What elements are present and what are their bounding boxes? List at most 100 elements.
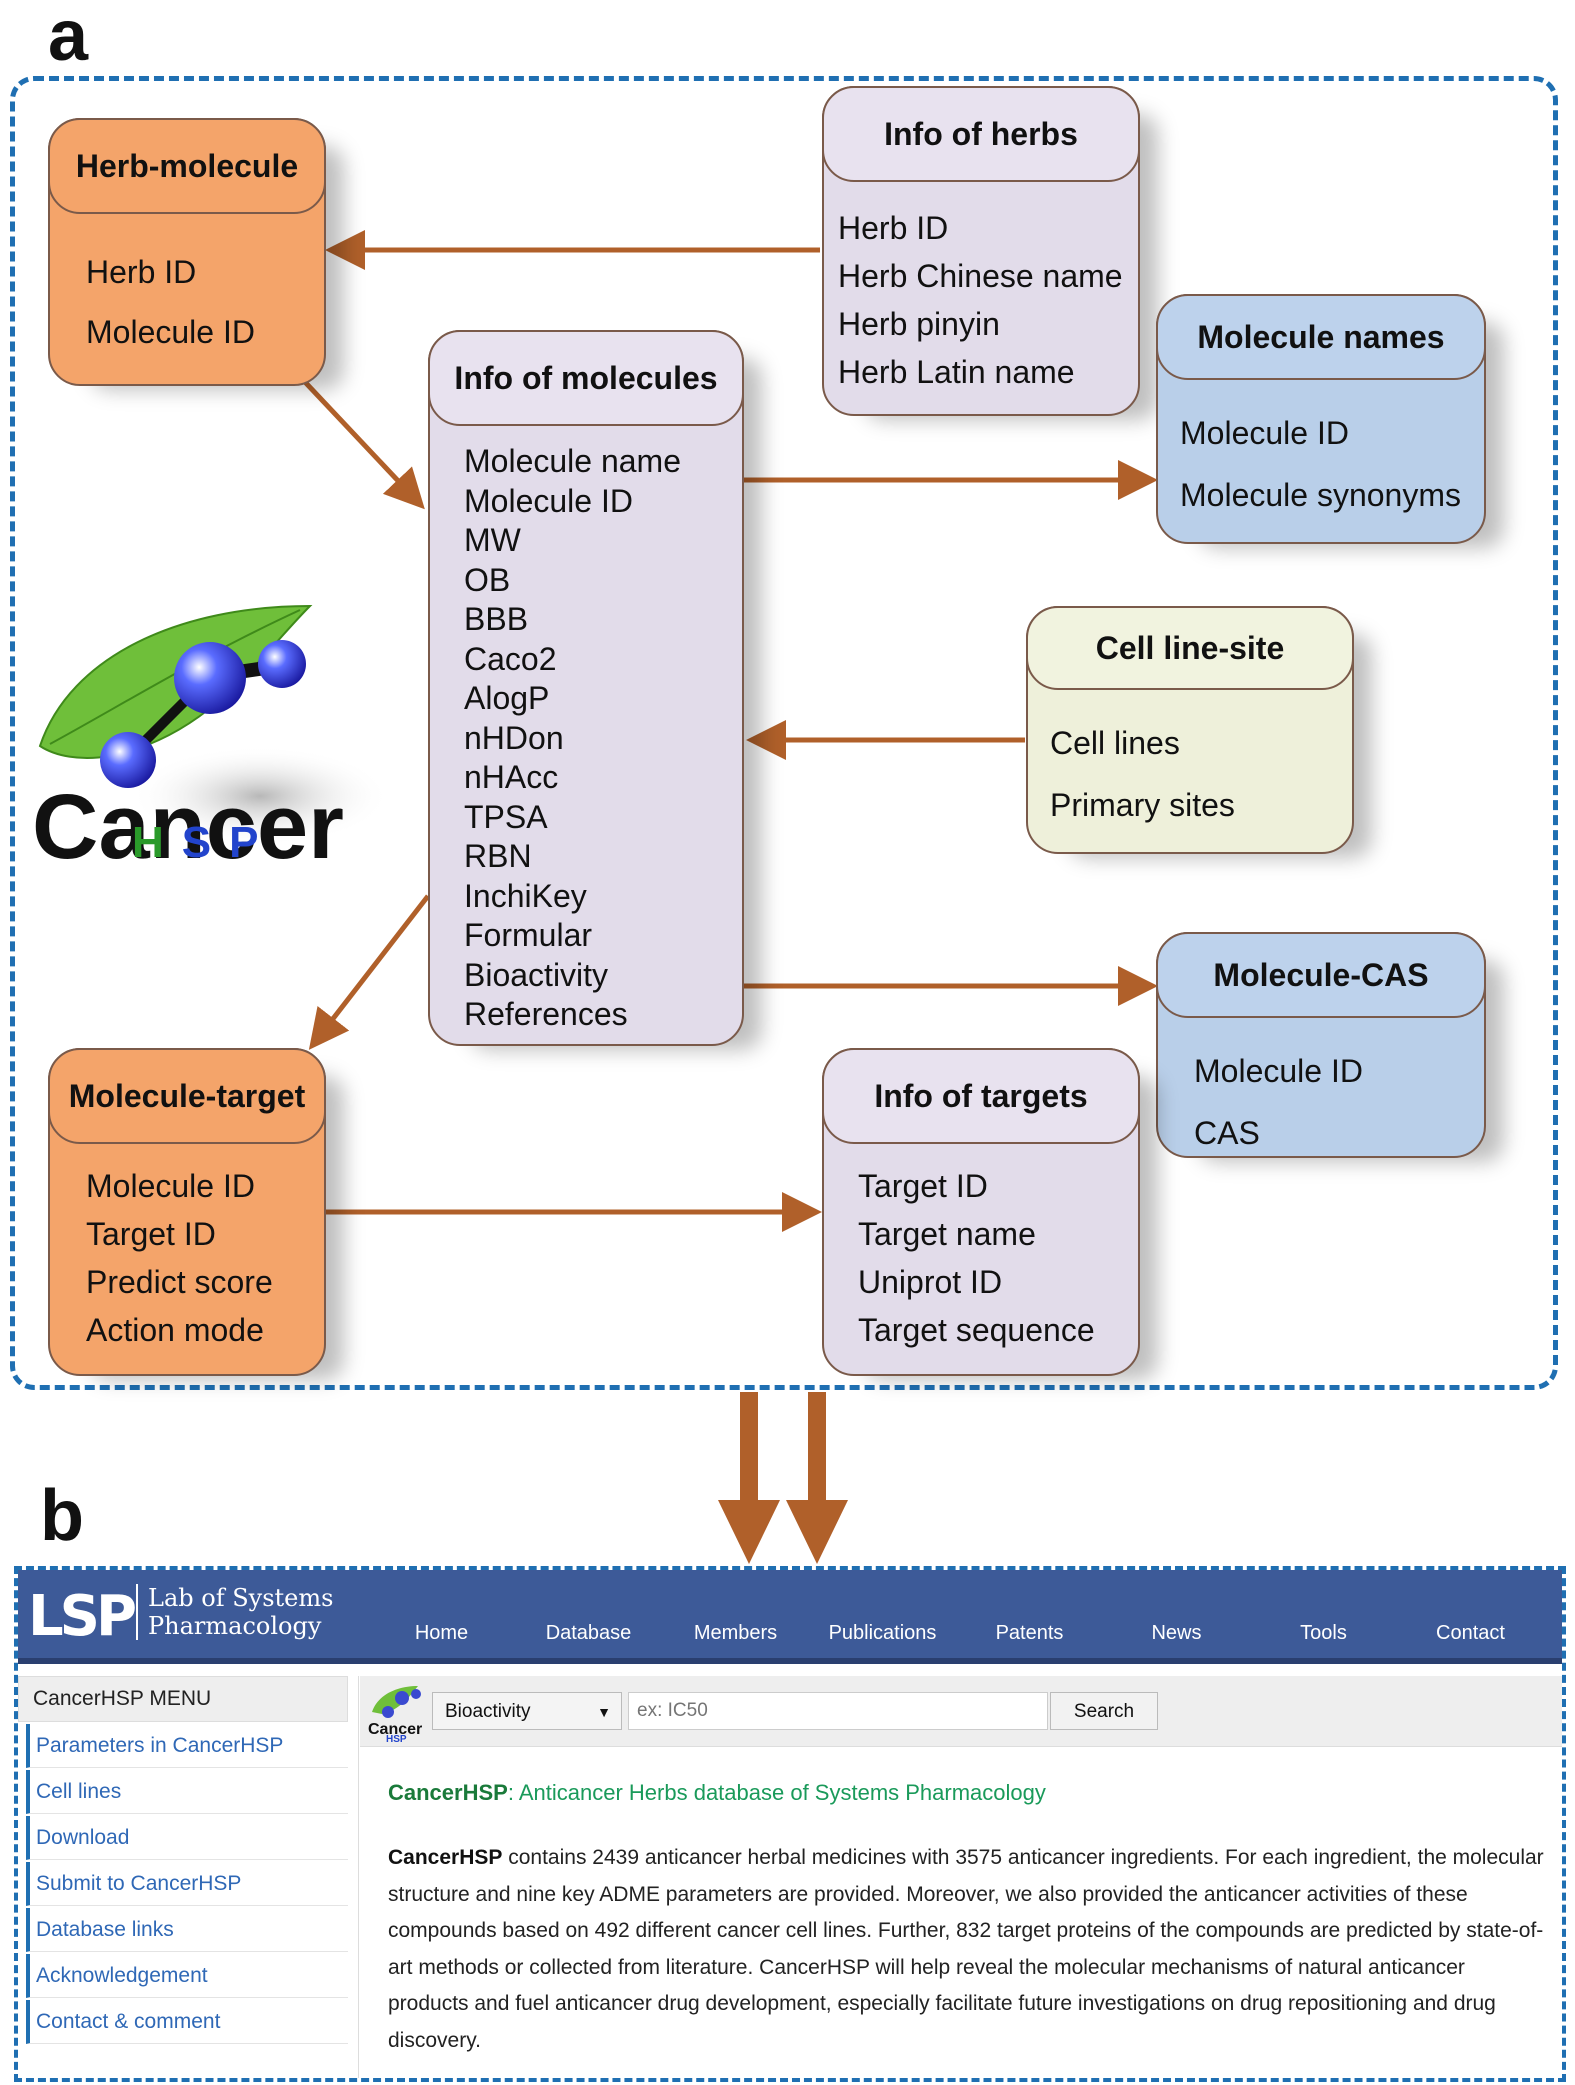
field: CAS — [1194, 1115, 1260, 1151]
lab-name-line1: Lab of Systems — [148, 1584, 334, 1612]
info-molecules-table: Info of molecules Molecule name Molecule… — [428, 330, 744, 1046]
headline-name: CancerHSP — [388, 1780, 508, 1805]
field: Molecule ID — [464, 482, 633, 519]
sidebar-item-download[interactable]: Download — [26, 1816, 348, 1860]
arrow-herbmolecule-to-molecules — [303, 380, 425, 510]
field: Predict score — [86, 1264, 273, 1300]
field: nHAcc — [464, 759, 559, 795]
nav-patents[interactable]: Patents — [995, 1622, 1064, 1644]
field: Herb ID — [86, 254, 197, 290]
field: Target name — [858, 1216, 1036, 1252]
mini-leaf-icon: Cancer HSP — [368, 1686, 422, 1745]
field: OB — [464, 561, 511, 598]
field: Target sequence — [858, 1312, 1095, 1348]
sidebar-item-database-links[interactable]: Database links — [26, 1908, 348, 1952]
field: Herb Latin name — [838, 354, 1075, 390]
field: Molecule ID — [1180, 415, 1349, 451]
sidebar-menu: CancerHSP MENU Parameters in CancerHSP C… — [18, 1676, 348, 2044]
info-molecules-title: Info of molecules — [428, 330, 744, 426]
molecule-names-fields: Molecule ID Molecule synonyms — [1180, 402, 1461, 526]
sidebar-item-contact[interactable]: Contact & comment — [26, 2000, 348, 2044]
field: Primary sites — [1050, 787, 1235, 823]
field: Formular — [464, 917, 593, 953]
field: RBN — [464, 838, 532, 874]
field: Molecule ID — [86, 1168, 255, 1204]
sidebar-item-cell-lines[interactable]: Cell lines — [26, 1770, 348, 1814]
lsp-logo[interactable]: LSP — [28, 1584, 137, 1649]
down-arrows — [718, 1392, 848, 1564]
intro-text: contains 2439 anticancer herbal medicine… — [388, 1846, 1544, 2052]
field: Action mode — [86, 1312, 264, 1348]
nav-news[interactable]: News — [1151, 1622, 1202, 1644]
field: Herb ID — [838, 210, 949, 246]
field: BBB — [464, 601, 529, 637]
logo-s: S — [181, 818, 230, 867]
leaf-molecule-icon: Cancer — [32, 604, 390, 878]
field: TPSA — [464, 798, 548, 835]
field: Target ID — [858, 1168, 988, 1204]
intro-paragraph: CancerHSP contains 2439 anticancer herba… — [388, 1840, 1548, 2059]
field: Uniprot ID — [858, 1264, 1003, 1300]
logo-letter-c: Cancer — [32, 776, 344, 876]
panel-label-a: a — [48, 0, 89, 76]
field: References — [464, 996, 628, 1032]
website-screenshot: LSP Lab of Systems Pharmacology Home Dat… — [14, 1566, 1566, 2082]
molecule-cas-fields: Molecule ID CAS — [1194, 1040, 1363, 1164]
search-bar: Cancer HSP Bioactivity ▼ Search — [360, 1676, 1562, 1747]
info-herbs-title: Info of herbs — [822, 86, 1140, 182]
info-molecules-fields: Molecule name Molecule ID MW OB BBB Caco… — [464, 442, 681, 1035]
field: Target ID — [86, 1216, 216, 1252]
field: nHDon — [464, 719, 564, 756]
field: MW — [464, 522, 521, 558]
molecule-target-title: Molecule-target — [48, 1048, 326, 1144]
search-input[interactable] — [628, 1692, 1048, 1730]
nav-members[interactable]: Members — [693, 1622, 778, 1644]
herb-molecule-fields: Herb ID Molecule ID — [86, 242, 255, 362]
field: AlogP — [464, 680, 550, 716]
sidebar-item-acknowledgement[interactable]: Acknowledgement — [26, 1954, 348, 1998]
relation-arrows — [303, 230, 1158, 1232]
chevron-down-icon: ▼ — [597, 1704, 611, 1720]
headline-rest: : Anticancer Herbs database of Systems P… — [507, 1780, 1046, 1805]
search-category-select[interactable]: Bioactivity ▼ — [432, 1692, 622, 1730]
search-category-value: Bioactivity — [445, 1701, 531, 1722]
mini-logo-text: Cancer — [368, 1721, 422, 1738]
molecule-target-fields: Molecule ID Target ID Predict score Acti… — [86, 1162, 273, 1354]
nav-home[interactable]: Home — [414, 1622, 469, 1644]
molecule-names-title: Molecule names — [1156, 294, 1486, 380]
field: InchiKey — [464, 877, 587, 914]
herb-molecule-title: Herb-molecule — [48, 118, 326, 214]
info-herbs-table: Info of herbs Herb ID Herb Chinese name … — [822, 86, 1140, 416]
panel-label-b: b — [40, 1476, 84, 1556]
cancerhsp-logo: Cancer — [30, 596, 390, 878]
field: Molecule synonyms — [1180, 477, 1461, 513]
field: Molecule name — [464, 443, 681, 479]
intro-name: CancerHSP — [388, 1846, 503, 1869]
nav-database[interactable]: Database — [545, 1622, 632, 1644]
search-button[interactable]: Search — [1050, 1692, 1158, 1730]
info-targets-fields: Target ID Target name Uniprot ID Target … — [858, 1162, 1095, 1354]
lab-name-line2: Pharmacology — [148, 1612, 322, 1640]
cell-line-site-fields: Cell lines Primary sites — [1050, 712, 1235, 836]
molecule-target-table: Molecule-target Molecule ID Target ID Pr… — [48, 1048, 326, 1376]
info-targets-title: Info of targets — [822, 1048, 1140, 1144]
sidebar-item-submit[interactable]: Submit to CancerHSP — [26, 1862, 348, 1906]
schema-frame — [10, 76, 1558, 1390]
nav-tools[interactable]: Tools — [1300, 1622, 1347, 1644]
sidebar-title: CancerHSP MENU — [18, 1676, 348, 1722]
field: Herb Chinese name — [838, 258, 1123, 294]
field: Molecule ID — [1194, 1053, 1363, 1089]
nav-publications[interactable]: Publications — [828, 1622, 937, 1644]
info-herbs-fields: Herb ID Herb Chinese name Herb pinyin He… — [838, 204, 1123, 396]
field: Bioactivity — [464, 956, 609, 993]
nav-menu: Home Database Members Publications Paten… — [368, 1622, 1544, 1645]
info-targets-table: Info of targets Target ID Target name Un… — [822, 1048, 1140, 1376]
sidebar-item-parameters[interactable]: Parameters in CancerHSP — [26, 1724, 348, 1768]
logo-h: H — [132, 818, 182, 867]
nav-contact[interactable]: Contact — [1436, 1622, 1505, 1644]
herb-molecule-table: Herb-molecule Herb ID Molecule ID — [48, 118, 326, 386]
molecule-cas-table: Molecule-CAS Molecule ID CAS — [1156, 932, 1486, 1158]
top-navbar: LSP Lab of Systems Pharmacology Home Dat… — [18, 1570, 1562, 1658]
molecule-names-table: Molecule names Molecule ID Molecule syno… — [1156, 294, 1486, 544]
main-content: CancerHSP: Anticancer Herbs database of … — [388, 1780, 1548, 2059]
